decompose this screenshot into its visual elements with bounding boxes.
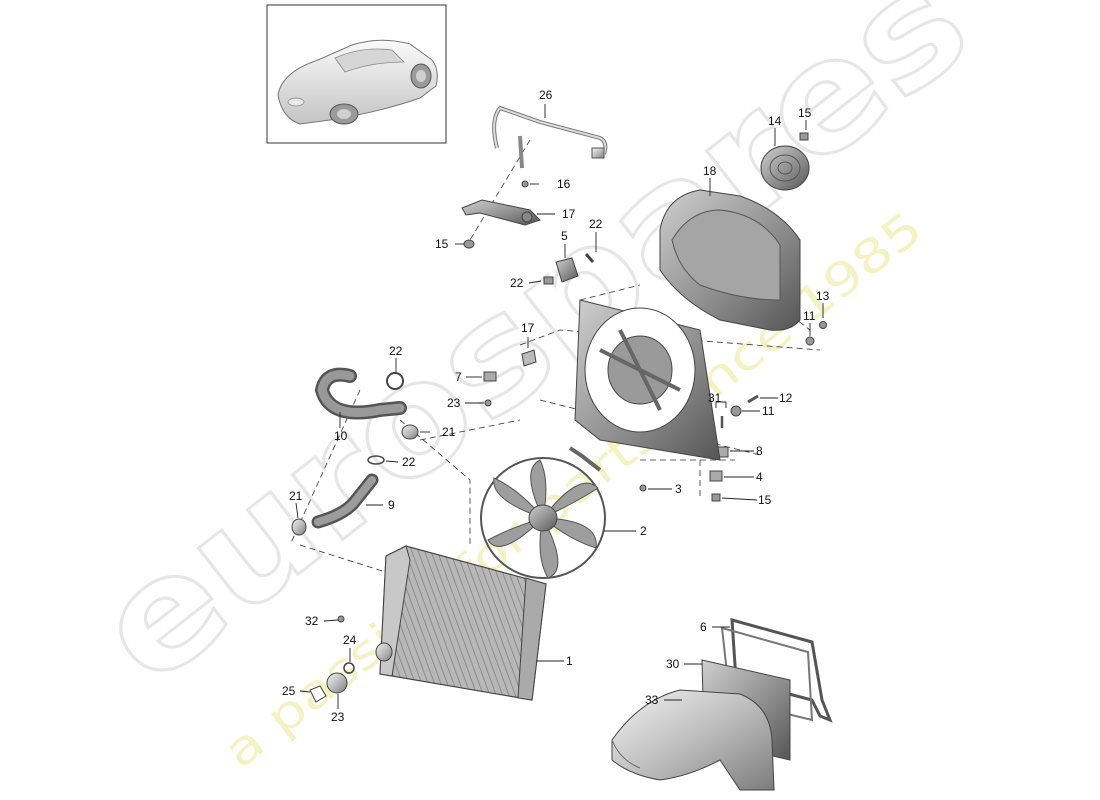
part-33-air-duct <box>611 689 775 791</box>
callout-33: 33 <box>645 693 659 707</box>
part-26-bolt <box>584 253 595 263</box>
callout-31: 31 <box>708 391 722 405</box>
part-2-fan <box>480 446 606 579</box>
callout-5: 5 <box>561 229 568 243</box>
fasteners <box>337 132 827 623</box>
callout-13: 13 <box>816 289 830 303</box>
callout-22-mid: 22 <box>402 455 416 469</box>
callout-29: 30 <box>666 657 680 671</box>
callout-24: 24 <box>343 633 357 647</box>
part-5-clip <box>555 257 579 283</box>
part-1-radiator <box>375 545 547 701</box>
part-3-screw <box>639 484 647 492</box>
callout-6: 6 <box>700 620 707 634</box>
part-28-bolt <box>484 399 492 407</box>
part-21-clamp-left <box>291 518 307 536</box>
callout-2: 2 <box>640 524 647 538</box>
part-4-clip <box>709 470 723 482</box>
part-22-clamp-lower <box>367 455 385 465</box>
leader-lines <box>295 104 824 709</box>
part-11-nut-top <box>805 336 815 346</box>
part-13-nut <box>819 321 827 329</box>
callout-22-top: 22 <box>389 344 403 358</box>
callout-10: 10 <box>334 429 348 443</box>
callout-11-mid: 11 <box>762 404 775 418</box>
part-11-nut-mid <box>730 405 742 417</box>
vehicle-thumbnail <box>266 4 447 144</box>
part-15-clip-lower <box>711 493 721 502</box>
callout-30: 26 <box>539 88 553 102</box>
callout-1: 1 <box>566 654 573 668</box>
callout-9: 9 <box>388 498 395 512</box>
callout-28: 23 <box>447 396 461 410</box>
callout-21-left: 21 <box>289 489 303 503</box>
callout-16: 15 <box>435 237 449 251</box>
part-10-hose <box>314 367 407 420</box>
part-30-pipe <box>492 105 608 169</box>
callout-25: 25 <box>282 684 296 698</box>
callout-11-top: 11 <box>803 309 816 323</box>
part-7-clip <box>483 371 497 382</box>
part-25-seal <box>309 685 327 703</box>
part-22-clamp-upper <box>386 372 404 390</box>
part-27-clip <box>543 276 554 285</box>
fan-housing <box>574 299 721 461</box>
callout-21-right: 21 <box>442 425 456 439</box>
callout-26: 22 <box>589 217 603 231</box>
callout-17: 17 <box>521 321 535 335</box>
part-20-shroud <box>659 189 801 331</box>
part-9-hose <box>311 473 379 529</box>
callout-15-top: 15 <box>798 106 812 120</box>
part-17-grommet <box>521 349 537 367</box>
callout-7: 7 <box>455 370 462 384</box>
callout-27: 22 <box>510 276 524 290</box>
part-16-nut <box>463 239 475 249</box>
callout-18: 16 <box>557 177 571 191</box>
callout-20: 18 <box>703 164 717 178</box>
callout-8: 8 <box>756 444 763 458</box>
part-18-bolt <box>521 180 529 188</box>
part-24-oring <box>343 662 355 674</box>
part-23-cap <box>326 672 348 694</box>
callout-3: 3 <box>675 482 682 496</box>
part-19-bracket <box>461 199 541 226</box>
callout-14: 14 <box>768 114 782 128</box>
part-15-clip-upper <box>799 132 809 141</box>
callout-4: 4 <box>756 470 763 484</box>
callout-15-bottom: 15 <box>758 493 772 507</box>
part-12-screw <box>747 394 759 404</box>
part-21-clamp-right <box>401 424 419 440</box>
part-14-cover <box>760 145 810 191</box>
part-32-screw <box>337 615 345 623</box>
callout-23: 23 <box>331 710 345 724</box>
callout-labels: 26 16 17 15 5 22 22 18 14 15 13 11 17 7 … <box>282 88 830 724</box>
callout-32: 32 <box>305 614 319 628</box>
callout-12: 12 <box>779 391 793 405</box>
callout-19: 17 <box>562 207 576 221</box>
